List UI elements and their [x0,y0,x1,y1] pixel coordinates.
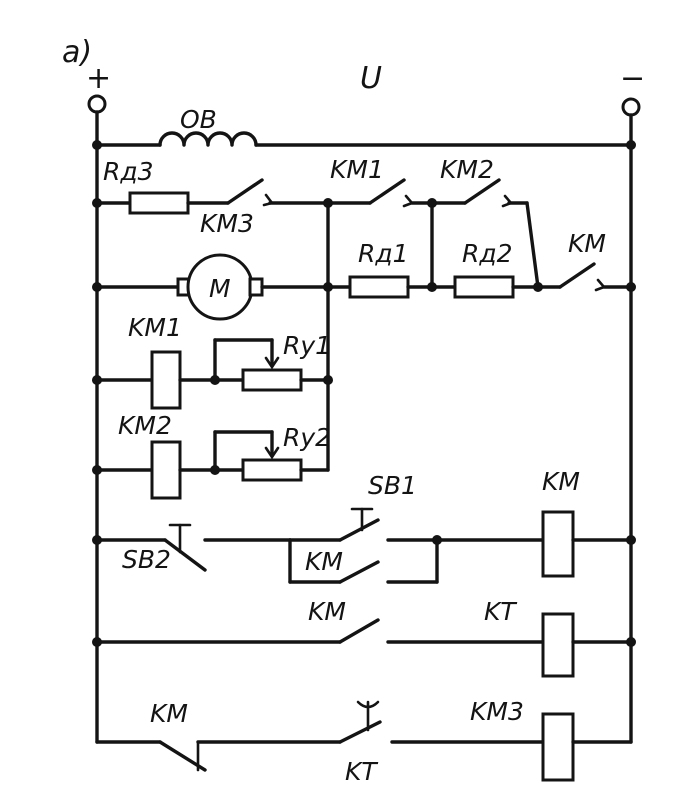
km-row6-label: KM [308,597,346,626]
kt-contact-label: KT [345,757,378,786]
field-winding [95,131,633,147]
km3-contact [226,178,264,205]
sb2-button [163,538,207,572]
sb1-label: SB1 [368,471,417,500]
rd1-label: Rд1 [358,239,409,268]
plus-terminal [87,94,107,147]
kt-coil [541,612,575,678]
field-winding-label: ОВ [180,105,217,134]
row-km3-coil [95,700,633,782]
km-nc-label: KM [150,699,188,728]
km3-contact-label: KM3 [200,209,254,238]
ry2-label: Rу2 [283,423,331,452]
rd3-label: Rд3 [103,157,154,186]
sb2-label: SB2 [122,545,171,574]
motor-label: M [209,274,231,303]
km-hold-contact [338,560,380,584]
km3-coil-label: KM3 [470,697,524,726]
km2-contact-label: KM2 [440,155,494,184]
km1-coil-label: KM1 [128,313,182,342]
km-hold-label: KM [305,547,343,576]
plus-label: + [86,61,111,96]
figure-label: a) [62,35,92,70]
km-coil [541,510,575,578]
row-kt-coil [95,612,633,678]
row-resistor-bypass [95,178,540,289]
sb1-button [338,518,380,542]
rd2-resistor [453,275,515,299]
row-km-coil [95,507,633,584]
kt-coil-label: KT [484,597,517,626]
minus-terminal [621,97,641,147]
km1-coil [150,350,182,410]
km-contact-kt [338,618,380,644]
kt-contact [338,720,382,744]
rd1-resistor [348,275,410,299]
rd2-label: Rд2 [462,239,513,268]
km-coil-label: KM [542,467,580,496]
row-motor [95,201,633,321]
km3-coil [541,712,575,782]
km-contact-main-label: KM [568,229,606,258]
minus-label: − [620,61,645,96]
km1-contact [368,178,406,205]
km2-contact [463,178,501,205]
km2-coil-label: KM2 [118,411,172,440]
rd3-resistor [128,191,190,215]
km-contact-main [558,262,596,289]
ry1-label: Rу1 [283,331,331,360]
ry1-resistor [241,368,303,392]
km2-coil [150,440,182,500]
km1-contact-label: KM1 [330,155,384,184]
ry2-resistor [241,458,303,482]
junctions [92,140,636,647]
voltage-label: U [360,61,382,96]
